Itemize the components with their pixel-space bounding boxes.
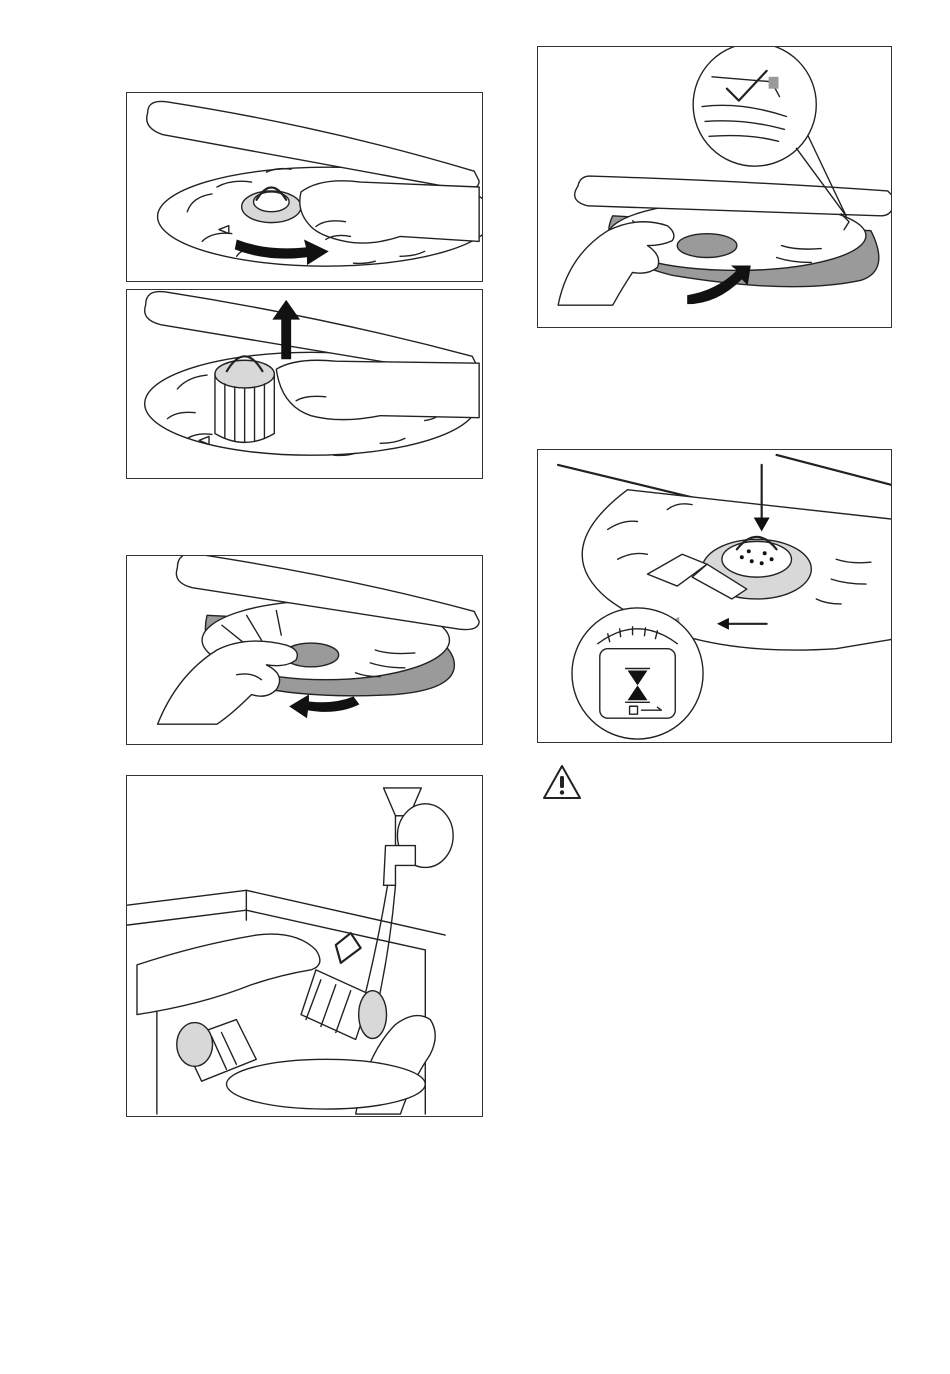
illustration-turn-filter: [127, 93, 482, 281]
figure-rinse-filters: [126, 775, 483, 1117]
figure-lock-filter: [537, 449, 892, 743]
figure-unlock-filter: [126, 92, 483, 282]
illustration-lock-filter: [538, 450, 891, 742]
figure-remove-flat-filter: [126, 555, 483, 745]
illustration-rinse-filters: [127, 776, 482, 1116]
illustration-reinstall-flat-filter: [538, 47, 891, 327]
illustration-lift-filter: [127, 290, 482, 478]
illustration-remove-flat-filter: [127, 556, 482, 744]
figure-reinstall-flat-filter: [537, 46, 892, 328]
warning-triangle-icon: [541, 763, 583, 801]
figure-lift-filter: [126, 289, 483, 479]
